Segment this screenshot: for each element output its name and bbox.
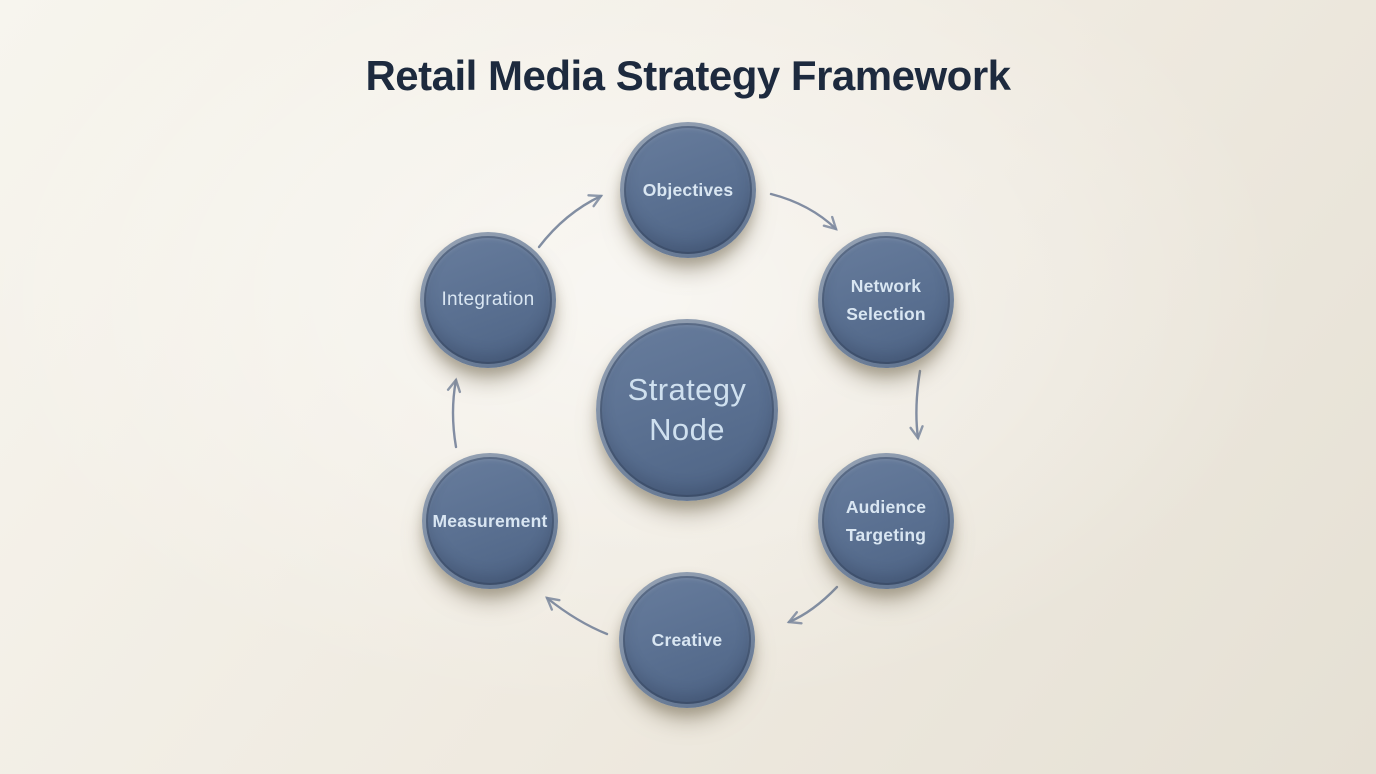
node-label: Strategy Node (627, 372, 747, 447)
node-measurement: Measurement (422, 453, 558, 589)
node-objectives: Objectives (620, 122, 756, 258)
node-network-selection: Network Selection (818, 232, 954, 368)
node-label: Audience Targeting (845, 497, 927, 545)
node-integration: Integration (420, 232, 556, 368)
arrow-integration-to-objectives (537, 194, 604, 249)
node-creative: Creative (619, 572, 755, 708)
node-label: Integration (441, 288, 535, 310)
arrow-audience-targeting-to-creative (786, 585, 839, 625)
arrow-objectives-to-network-selection (769, 192, 838, 231)
node-label: Network Selection (846, 276, 926, 324)
arrow-network-selection-to-audience-targeting (909, 369, 924, 441)
node-strategy-center-face: Strategy Node (600, 323, 774, 497)
node-label: Objectives (642, 180, 734, 200)
arrow-creative-to-measurement (545, 596, 609, 636)
arrow-measurement-to-integration (446, 377, 462, 449)
node-strategy-center: Strategy Node (596, 319, 778, 501)
page-title: Retail Media Strategy Framework (365, 52, 1011, 99)
node-label: Measurement (432, 511, 548, 531)
node-audience-targeting: Audience Targeting (818, 453, 954, 589)
node-label: Creative (651, 630, 723, 650)
